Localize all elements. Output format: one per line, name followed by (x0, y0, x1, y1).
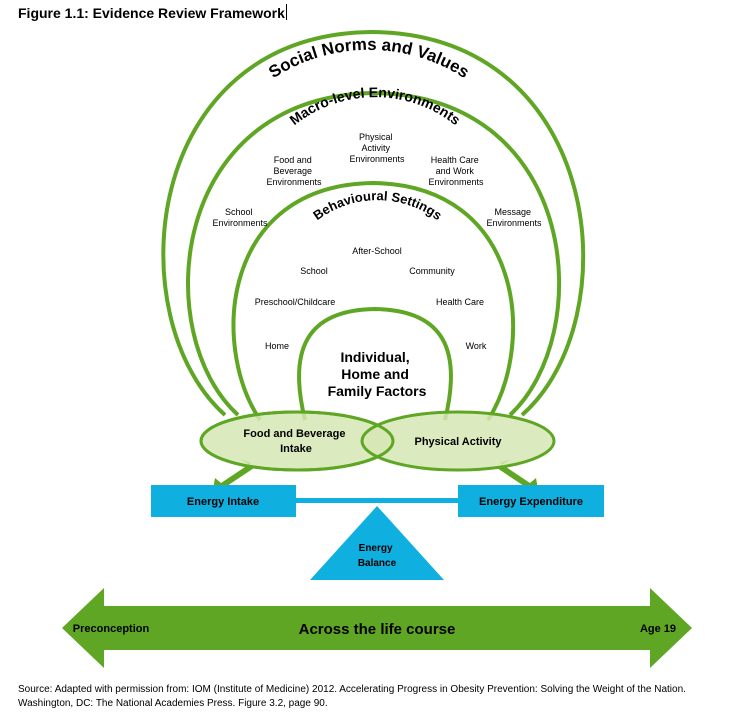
macro-item-school: School Environments (212, 207, 268, 228)
age-19-label: Age 19 (640, 623, 676, 635)
food-beverage-label: Food and Beverage Intake (243, 428, 348, 455)
macro-item-health-care-work: Health Care and Work Environments (428, 155, 484, 187)
energy-intake-label: Energy Intake (187, 496, 259, 508)
behavioural-settings-label: Behavioural Settings (310, 188, 445, 223)
balance-beam (290, 498, 462, 503)
individual-factors-label: Individual, Home and Family Factors (328, 349, 427, 399)
macro-item-message: Message Environments (486, 207, 542, 228)
figure-title: Figure 1.1: Evidence Review Framework (18, 4, 287, 21)
physical-activity-label: Physical Activity (414, 436, 502, 448)
macro-environments-ring (186, 90, 562, 417)
energy-expenditure-box (458, 485, 604, 517)
setting-community: Community (409, 266, 455, 276)
macro-item-food-beverage: Food and Beverage Environments (266, 155, 322, 187)
energy-balance-fulcrum (310, 506, 444, 580)
individual-factors-ring (297, 306, 453, 421)
setting-health-care: Health Care (436, 297, 484, 307)
setting-school: School (300, 266, 328, 276)
behavioural-settings-ring (231, 180, 516, 422)
setting-after-school: After-School (352, 246, 402, 256)
social-norms-ring (161, 29, 586, 417)
life-course-label: Across the life course (299, 621, 456, 638)
life-course-arrow (62, 588, 692, 668)
source-citation: Source: Adapted with permission from: IO… (18, 684, 686, 709)
macro-environments-label: Macro-level Environments (286, 84, 463, 128)
energy-intake-box (151, 485, 296, 517)
energy-balance-label: Energy Balance (358, 543, 397, 569)
setting-work: Work (466, 341, 487, 351)
energy-expenditure-label: Energy Expenditure (479, 496, 583, 508)
ellipse-overlap-outline (199, 410, 395, 472)
preconception-label: Preconception (73, 623, 150, 635)
setting-home: Home (265, 341, 289, 351)
macro-item-physical-activity: Physical Activity Environments (349, 132, 405, 164)
physical-activity-ellipse (360, 410, 556, 472)
setting-preschool: Preschool/Childcare (255, 297, 336, 307)
